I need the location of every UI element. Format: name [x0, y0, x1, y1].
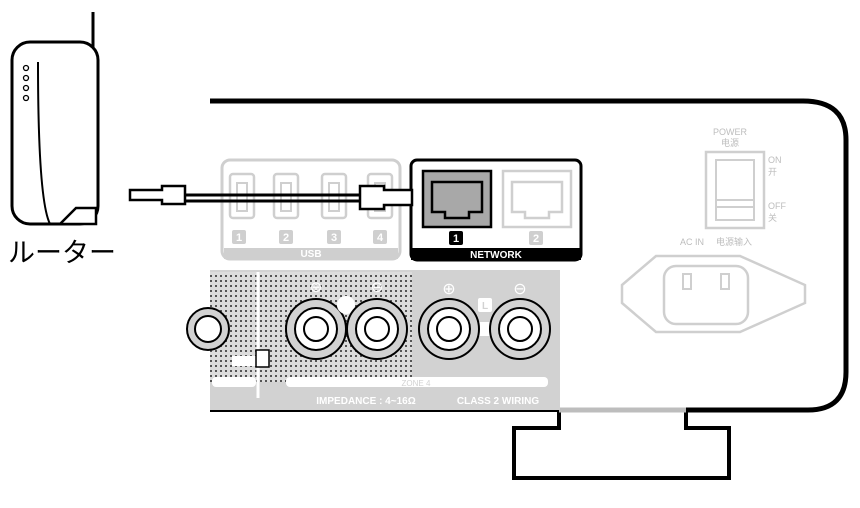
network-panel: 1 2 NETWORK	[409, 158, 583, 262]
router-led-2	[22, 74, 30, 82]
receiver-outline	[210, 98, 849, 480]
network-port-1[interactable]: 1	[421, 169, 493, 245]
router-led-1	[22, 64, 30, 72]
channel-label: L	[482, 301, 488, 312]
network-port-2-number: 2	[533, 233, 539, 245]
usb-port-4-number: 4	[377, 232, 384, 244]
usb-port-1-number: 1	[236, 232, 242, 244]
usb-port-1[interactable]: 1	[228, 172, 256, 244]
impedance-label: IMPEDANCE : 4~16Ω	[316, 396, 415, 407]
channel-badge	[478, 298, 492, 312]
ac-inlet-area: AC IN 电源输入	[620, 236, 807, 334]
terminal-zone4-minus[interactable]	[489, 298, 551, 360]
power-on-zh: 开	[768, 167, 777, 177]
router-label: ルーター	[8, 238, 116, 268]
power-title-zh: 电源	[721, 137, 739, 148]
terminal-label-dot	[337, 296, 355, 314]
terminal-left-edge[interactable]	[186, 307, 230, 351]
zone3-minus-symbol: ⊖	[371, 279, 384, 296]
usb-port-2[interactable]: 2	[272, 172, 300, 244]
terminal-zone3-minus[interactable]	[346, 298, 408, 360]
speaker-panel: ⊕ ⊖ ⊕ ⊖ L ZONE 4 IMPEDANCE : 4~16Ω CLASS…	[186, 270, 560, 410]
power-switch[interactable]	[704, 150, 766, 230]
cable-plug-network	[358, 184, 414, 211]
usb-label: USB	[300, 249, 321, 260]
power-off-en: OFF	[768, 201, 786, 211]
usb-port-3[interactable]: 3	[320, 172, 348, 244]
power-off-zh: 关	[768, 212, 777, 223]
cable-plug-router	[128, 184, 187, 206]
ethernet-cable	[128, 184, 414, 211]
network-label: NETWORK	[470, 250, 522, 261]
network-port-2[interactable]: 2	[501, 169, 573, 245]
zone4-label-bar	[286, 377, 548, 387]
router-led-3	[22, 84, 30, 92]
power-switch-area: POWER 电源 ON 开 OFF 关	[704, 127, 786, 230]
router-device	[10, 12, 100, 226]
router-body	[10, 40, 100, 226]
ac-inlet[interactable]	[620, 254, 807, 334]
zone4-minus-symbol: ⊖	[513, 281, 526, 298]
terminal-zone4-plus[interactable]	[418, 298, 480, 360]
usb-port-2-number: 2	[283, 232, 289, 244]
zone4-plus-symbol: ⊕	[442, 281, 455, 298]
power-on-en: ON	[768, 155, 782, 165]
usb-port-3-number: 3	[331, 232, 337, 244]
router-edge-line	[37, 61, 51, 225]
network-port-1-number: 1	[453, 233, 459, 245]
zone4-label: ZONE 4	[402, 379, 431, 388]
class2-label: CLASS 2 WIRING	[457, 396, 539, 407]
zone3-plus-symbol: ⊕	[310, 279, 323, 296]
ac-in-label-en: AC IN	[680, 237, 704, 247]
router-led-4	[22, 94, 30, 102]
ac-in-label-zh: 电源输入	[716, 236, 752, 247]
terminal-zone3-plus[interactable]	[285, 298, 347, 360]
router-stand	[56, 206, 98, 226]
power-title-en: POWER	[713, 127, 748, 137]
